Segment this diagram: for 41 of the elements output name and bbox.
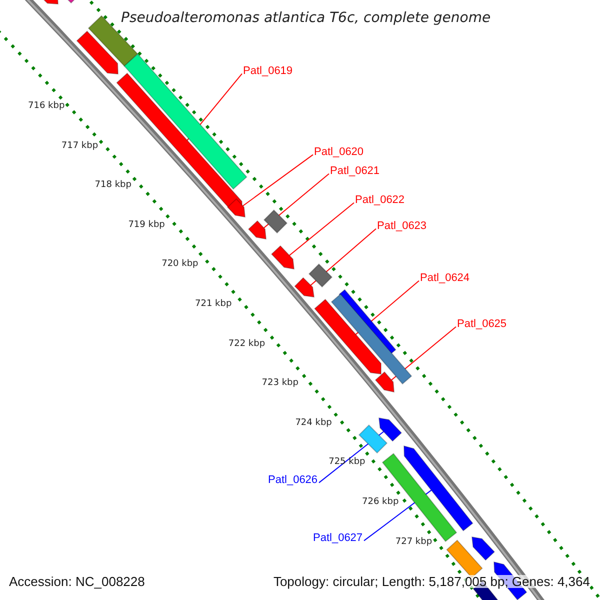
- genome-info-text: Topology: circular; Length: 5,187,005 bp; Genes: 4,364: [273, 575, 590, 588]
- gene-label: Patl_0620: [314, 147, 364, 158]
- leader-line: [242, 154, 314, 206]
- gene-label: Patl_0624: [420, 273, 470, 284]
- gene-block: [248, 220, 267, 240]
- scale-label: 721 kbp: [195, 300, 232, 309]
- gene-block: [263, 209, 288, 234]
- gene-label: Patl_0626: [268, 475, 318, 486]
- diagram-title: Pseudoalteromonas atlantica T6c, complete genome: [121, 11, 491, 25]
- leader-line: [263, 173, 330, 228]
- gene-block: [294, 277, 315, 298]
- gene-block: [226, 198, 246, 218]
- gene-block: [378, 417, 402, 442]
- scale-label: 720 kbp: [162, 260, 198, 270]
- gene-block: [403, 445, 474, 532]
- scale-label: 724 kbp: [295, 418, 332, 428]
- scale-label: 717 kbp: [61, 142, 98, 151]
- gene-label: Patl_0625: [457, 319, 507, 330]
- gene-block: [358, 424, 388, 454]
- scale-label: 716 kbp: [28, 102, 65, 111]
- gene-block: [330, 293, 412, 385]
- gene-block: [308, 263, 333, 288]
- gene-label: Patl_0623: [377, 221, 427, 232]
- leader-line: [288, 202, 354, 256]
- gene-label: Patl_0622: [355, 195, 405, 206]
- gene-block: [76, 30, 119, 75]
- scale-label: 726 kbp: [362, 498, 399, 507]
- scale-label: 718 kbp: [94, 181, 132, 190]
- gene-block: [314, 298, 382, 375]
- gene-label: Patl_0621: [330, 166, 380, 177]
- scale-label: 723 kbp: [262, 379, 298, 388]
- leader-line: [310, 228, 376, 286]
- scale-label: 727 kbp: [395, 538, 432, 547]
- accession-text: Accession: NC_008228: [9, 575, 145, 588]
- gene-label: Patl_0627: [313, 533, 363, 544]
- gene-block: [374, 371, 395, 393]
- scale-label: 725 kbp: [328, 458, 366, 468]
- gene-block: [471, 536, 496, 561]
- gene-label: Patl_0619: [243, 66, 293, 77]
- gene-block: [270, 245, 295, 270]
- scale-label: 722 kbp: [228, 340, 266, 349]
